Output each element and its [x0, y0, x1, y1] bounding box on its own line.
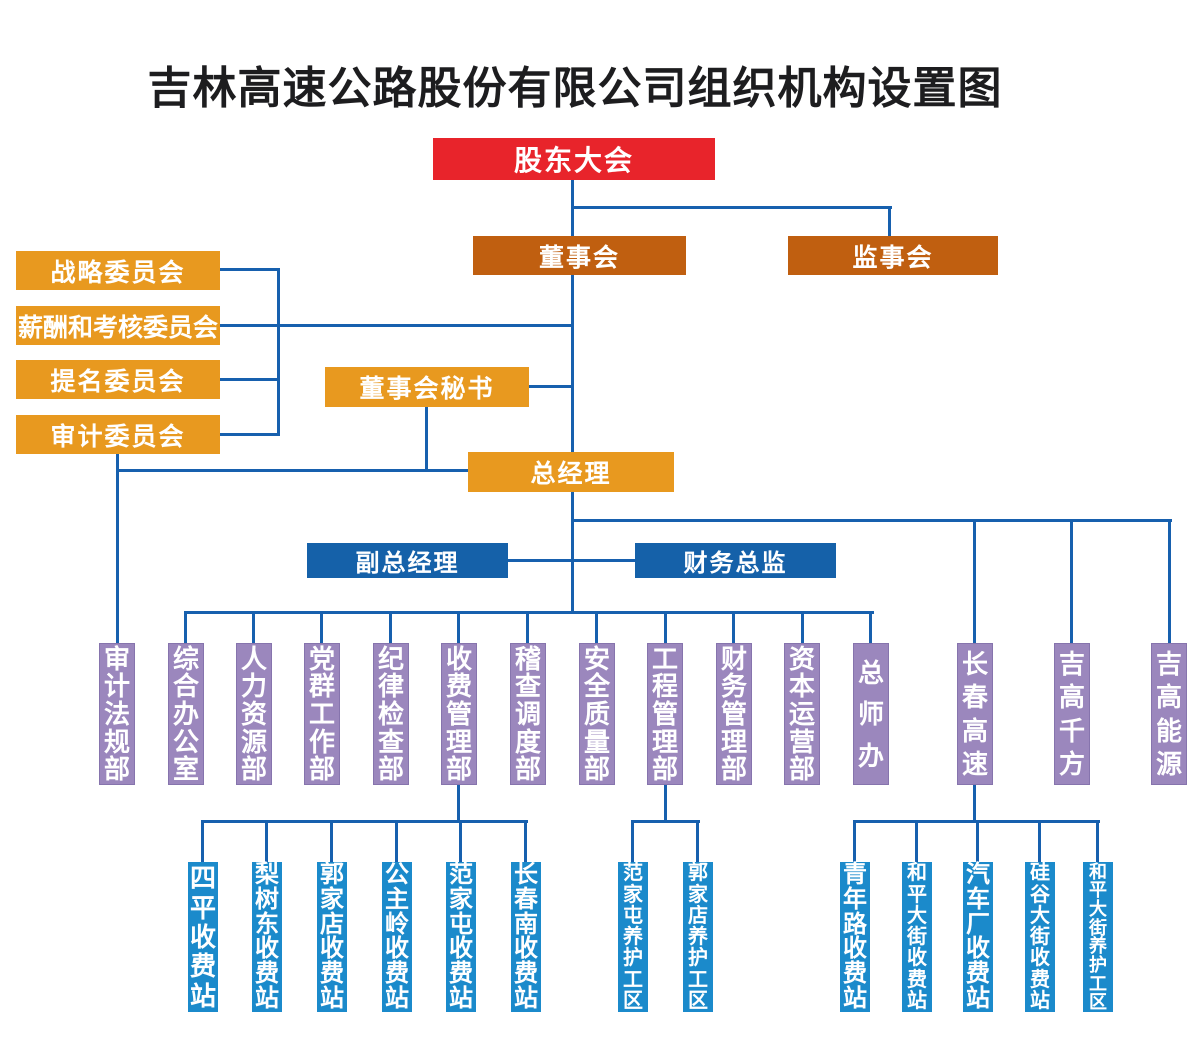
station-box-fanjiatun: 范家屯收费站 — [446, 862, 476, 1012]
board-secretary-box: 董事会秘书 — [325, 367, 529, 407]
connector-line — [732, 611, 735, 643]
connector-line — [457, 611, 460, 643]
subsidiary-box-jigao-energy: 吉高能源 — [1151, 643, 1187, 785]
department-box-engineering: 工程管理部 — [647, 643, 683, 785]
deputy-general-manager-box: 副总经理 — [307, 543, 508, 578]
connector-line — [571, 492, 574, 613]
connector-line — [184, 611, 187, 643]
station-box-fanjiatun-maintenance: 范家屯养护工区 — [618, 862, 648, 1012]
station-box-guojiadian: 郭家店收费站 — [317, 862, 347, 1012]
connector-line — [395, 820, 398, 862]
connector-line — [184, 611, 874, 614]
station-box-gongzhuling: 公主岭收费站 — [382, 862, 412, 1012]
station-box-changchunnan: 长春南收费站 — [511, 862, 541, 1012]
connector-line — [664, 611, 667, 643]
connector-line — [220, 433, 280, 436]
general-manager-box: 总经理 — [468, 452, 674, 492]
connector-line — [1038, 820, 1041, 862]
connector-line — [330, 820, 333, 862]
connector-line — [595, 611, 598, 643]
connector-line — [220, 324, 574, 327]
connector-line — [459, 820, 462, 862]
connector-line — [976, 820, 979, 862]
connector-line — [1168, 519, 1171, 643]
connector-line — [457, 785, 460, 822]
connector-line — [801, 611, 804, 643]
connector-line — [571, 206, 892, 209]
connector-line — [1070, 519, 1073, 643]
department-box-chief-engineer-office: 总师办 — [853, 643, 889, 785]
department-box-inspection-dispatch: 稽查调度部 — [510, 643, 546, 785]
department-box-audit-legal: 审计法规部 — [99, 643, 135, 785]
strategy-committee-box: 战略委员会 — [16, 251, 220, 290]
connector-line — [664, 785, 667, 822]
department-box-party-work: 党群工作部 — [304, 643, 340, 785]
connector-line — [631, 820, 634, 862]
connector-line — [220, 268, 280, 271]
connector-line — [524, 820, 527, 862]
connector-line — [973, 785, 976, 822]
connector-line — [915, 820, 918, 862]
department-box-capital-operations: 资本运营部 — [784, 643, 820, 785]
finance-director-box: 财务总监 — [635, 543, 836, 578]
station-box-qichechang: 汽车厂收费站 — [963, 862, 993, 1012]
connector-line — [853, 820, 856, 862]
subsidiary-box-changchun-expressway: 长春高速 — [957, 643, 993, 785]
connector-line — [869, 611, 872, 643]
connector-line — [572, 559, 635, 562]
connector-line — [1096, 820, 1099, 862]
audit-committee-box: 审计委员会 — [16, 415, 220, 454]
connector-line — [571, 274, 574, 452]
nomination-committee-box: 提名委员会 — [16, 360, 220, 399]
supervisory-board-box: 监事会 — [788, 236, 998, 275]
shareholders-meeting-box: 股东大会 — [433, 138, 715, 180]
connector-line — [526, 611, 529, 643]
connector-line — [201, 820, 204, 862]
station-box-guojiadian-maintenance: 郭家店养护工区 — [683, 862, 713, 1012]
subsidiary-box-jigao-qianfang: 吉高千方 — [1054, 643, 1090, 785]
station-box-lishudong: 梨树东收费站 — [252, 862, 282, 1012]
connector-line — [277, 268, 280, 435]
station-box-siping: 四平收费站 — [188, 862, 218, 1012]
station-box-hepingdajie-maintenance: 和平大街养护工区 — [1083, 862, 1113, 1012]
connector-line — [571, 519, 1172, 522]
department-box-safety-quality: 安全质量部 — [579, 643, 615, 785]
department-box-discipline-inspection: 纪律检查部 — [373, 643, 409, 785]
page-title: 吉林高速公路股份有限公司组织机构设置图 — [147, 64, 1003, 113]
connector-line — [252, 611, 255, 643]
remuneration-committee-box: 薪酬和考核委员会 — [16, 306, 220, 345]
connector-line — [389, 611, 392, 643]
department-box-finance: 财务管理部 — [716, 643, 752, 785]
connector-line — [116, 454, 119, 643]
connector-line — [888, 206, 891, 236]
department-box-general-office: 综合办公室 — [168, 643, 204, 785]
station-box-guigudajie: 硅谷大街收费站 — [1025, 862, 1055, 1012]
connector-line — [265, 820, 268, 862]
connector-line — [320, 611, 323, 643]
connector-line — [973, 519, 976, 643]
department-box-toll-management: 收费管理部 — [441, 643, 477, 785]
connector-line — [508, 559, 572, 562]
connector-line — [696, 820, 699, 862]
connector-line — [425, 407, 428, 472]
connector-line — [529, 385, 574, 388]
connector-line — [201, 820, 528, 823]
connector-line — [220, 378, 280, 381]
connector-line — [631, 820, 700, 823]
board-of-directors-box: 董事会 — [473, 236, 686, 275]
station-box-qingnianlu: 青年路收费站 — [840, 862, 870, 1012]
station-box-hepingdajie: 和平大街收费站 — [902, 862, 932, 1012]
department-box-human-resources: 人力资源部 — [236, 643, 272, 785]
connector-line — [116, 469, 468, 472]
